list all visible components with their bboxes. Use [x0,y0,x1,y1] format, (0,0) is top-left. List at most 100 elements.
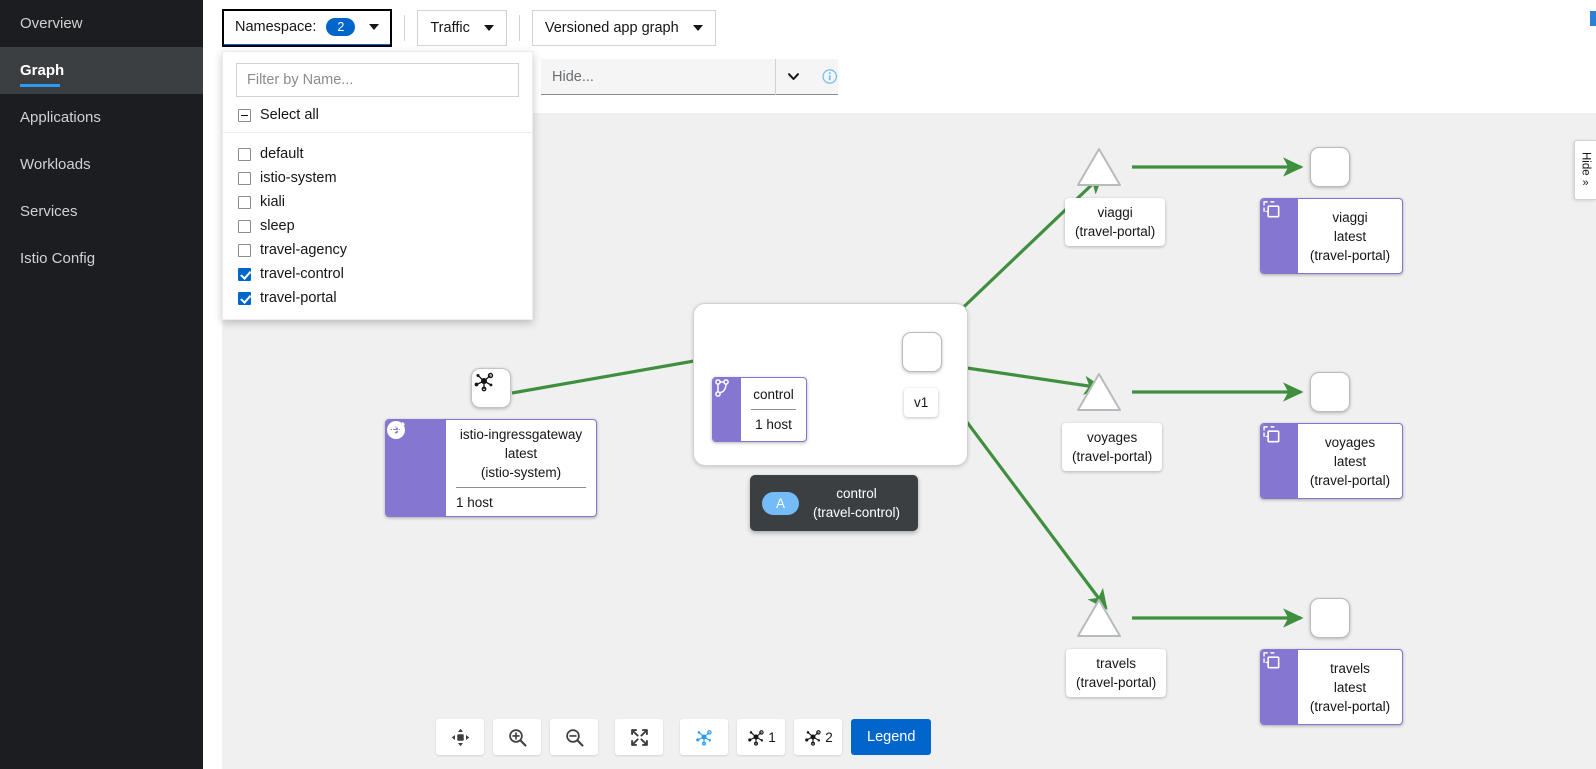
side-panel-hide-toggle[interactable]: Hide » [1574,140,1596,200]
fit-to-screen-button[interactable] [615,719,663,755]
node-title: istio-ingressgateway [459,426,583,442]
toolbar-row-secondary [222,58,838,95]
node-tooltip-control: A control (travel-control) [750,475,919,531]
sidebar-item-label: Overview [20,15,83,32]
toolbar-row-primary: Namespace: 2 Traffic Versioned app graph [222,9,716,47]
app-node-voyages[interactable] [1310,372,1350,412]
node-namespace: (travel-portal) [1309,698,1391,714]
node-host-count: 1 host [755,417,792,432]
namespace-select-button[interactable]: Namespace: 2 [222,9,393,47]
namespace-filter-field [236,63,519,97]
sidebar-item-applications[interactable]: Applications [0,94,203,141]
layout-default-button[interactable] [680,719,728,755]
namespace-option-default[interactable]: default [223,142,532,166]
topology-icon [805,730,821,746]
reset-view-button[interactable] [436,719,484,755]
sidebar-item-workloads[interactable]: Workloads [0,141,203,188]
sidebar-item-overview[interactable]: Overview [0,0,203,47]
namespace-option-travel-portal[interactable]: travel-portal [223,286,532,310]
workload-icon [1263,426,1280,443]
hide-label: Hide [1579,152,1592,176]
namespace-option-label: travel-agency [260,242,348,258]
checkbox-icon[interactable] [238,243,251,257]
divider [456,486,586,488]
service-entry-globe-icon [387,422,405,439]
node-namespace: (travel-portal) [1309,472,1391,488]
node-voyages-workload[interactable]: voyages latest (travel-portal) [1260,423,1403,499]
hide-dropdown-toggle[interactable] [774,58,812,95]
namespace-option-travel-control[interactable]: travel-control [223,262,532,286]
tooltip-line1: control [836,486,877,501]
service-label-namespace: (travel-portal) [1075,224,1156,239]
sidebar-item-istio-config[interactable]: Istio Config [0,235,203,282]
zoom-in-icon [508,728,527,747]
sidebar-item-label: Services [20,203,78,220]
zoom-in-button[interactable] [493,719,541,755]
zoom-out-button[interactable] [550,719,598,755]
sidebar-item-label: Istio Config [20,250,96,267]
unknown-node[interactable] [471,368,511,408]
namespace-option-label: sleep [260,218,295,234]
top-right-accent [1590,11,1596,26]
move-arrows-icon [451,728,469,746]
namespace-option-istio-system[interactable]: istio-system [223,166,532,190]
topology-icon [696,730,712,746]
node-title: travels [1330,660,1370,676]
node-body: control 1 host [741,378,806,441]
info-circle-icon[interactable] [822,68,838,85]
sidebar-item-label: Applications [20,109,101,126]
hide-filter-group [541,58,838,95]
checkbox-icon[interactable] [238,219,251,233]
legend-button[interactable]: Legend [851,719,932,755]
graph-tools-toolbar: 1 2 Legend [436,719,932,755]
node-version: latest [1333,453,1367,469]
graph-type-label: Versioned app graph [544,20,679,36]
checkbox-icon[interactable] [238,171,251,185]
node-body: viaggi latest (travel-portal) [1298,199,1402,273]
sidebar-item-label: Graph [20,62,65,79]
checkbox-icon[interactable] [238,147,251,161]
node-body: voyages latest (travel-portal) [1298,424,1402,498]
namespace-option-label: travel-control [260,266,344,282]
app-node-viaggi[interactable] [1310,147,1350,187]
service-label-namespace: (travel-portal) [1072,449,1153,464]
node-istio-ingressgateway[interactable]: istio-ingressgateway latest (istio-syste… [385,419,597,517]
indeterminate-checkbox-icon [238,108,251,122]
toolbar-divider [404,15,406,41]
namespace-select-all[interactable]: Select all [223,107,532,133]
tooltip-line2: (travel-control) [813,505,901,520]
namespace-option-kiali[interactable]: kiali [223,190,532,214]
sidebar-item-graph[interactable]: Graph [0,47,203,94]
checkbox-icon-checked[interactable] [238,291,251,305]
topology-icon [474,372,494,392]
sidebar: Overview Graph Applications Workloads Se… [0,0,203,769]
node-version: latest [1333,228,1367,244]
namespace-filter-input[interactable] [237,64,518,96]
namespace-option-sleep[interactable]: sleep [223,214,532,238]
hide-input[interactable] [541,59,775,94]
chevron-down-icon [369,24,380,30]
app-node-travels[interactable] [1310,598,1350,638]
version-label-v1: v1 [904,388,939,417]
app-node-control-v1[interactable] [902,332,942,372]
node-viaggi-workload[interactable]: viaggi latest (travel-portal) [1260,198,1403,274]
node-version: latest [1333,679,1367,695]
service-node-travels [1077,599,1121,637]
workload-icon [1263,201,1280,218]
layout-1-button[interactable]: 1 [737,719,785,755]
sidebar-item-services[interactable]: Services [0,188,203,235]
checkbox-icon[interactable] [238,195,251,209]
active-indicator [20,84,60,87]
namespace-count-badge: 2 [326,18,356,36]
layout-2-button[interactable]: 2 [794,719,842,755]
topology-icon [748,730,764,746]
namespace-option-travel-agency[interactable]: travel-agency [223,238,532,262]
toolbar-divider [518,15,520,41]
traffic-select-button[interactable]: Traffic [417,10,507,46]
graph-type-select-button[interactable]: Versioned app graph [531,10,716,46]
node-control-virtualservice[interactable]: control 1 host [712,377,807,442]
workload-icon [1263,652,1280,669]
checkbox-icon-checked[interactable] [238,267,251,281]
node-travels-workload[interactable]: travels latest (travel-portal) [1260,649,1403,725]
